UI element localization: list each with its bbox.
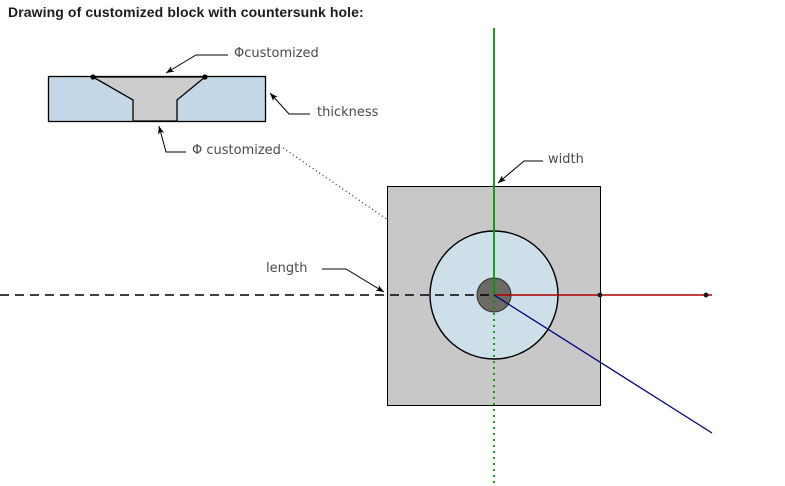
axis-diagonal xyxy=(493,294,713,434)
leader-width xyxy=(497,160,543,184)
label-width: width xyxy=(548,152,584,167)
section-view xyxy=(47,74,267,123)
page-title: Drawing of customized block with counter… xyxy=(8,4,364,20)
axis-system xyxy=(0,28,713,486)
leader-length xyxy=(322,268,385,293)
section-vertex-dot-left xyxy=(90,74,96,80)
leader-thickness xyxy=(269,92,310,115)
label-length: length xyxy=(266,261,308,276)
axis-x-end-marker xyxy=(703,292,709,298)
label-countersink-top: Φcustomized xyxy=(234,46,319,61)
leader-countersink-top xyxy=(165,54,228,74)
label-hole-bottom: Φ customized xyxy=(192,143,281,158)
axis-x-edge-marker xyxy=(597,292,603,298)
leader-hole-bottom xyxy=(158,125,186,153)
leader-lines xyxy=(158,54,543,293)
label-thickness: thickness xyxy=(317,105,379,120)
leader-projection-dotted xyxy=(282,147,389,221)
section-vertex-dot-right xyxy=(202,74,208,80)
